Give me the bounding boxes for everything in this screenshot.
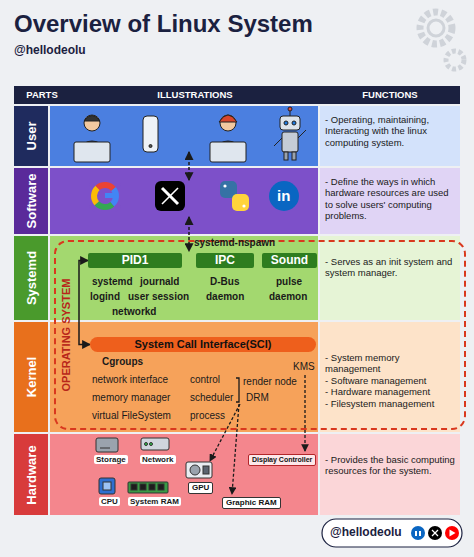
component-box: System Call Interface(SCI) — [90, 337, 316, 352]
label: systemd-nspawn — [194, 237, 275, 249]
part-cell: Hardware — [14, 434, 48, 515]
label: daemon — [269, 291, 307, 303]
part-name: Kernel — [24, 357, 39, 397]
component-box: Graphic RAM — [222, 497, 281, 509]
box-label: Sound — [265, 253, 314, 268]
label: @hellodeolu — [14, 44, 86, 58]
component-box: Display Controller — [248, 454, 316, 466]
function-text: - Hardware management — [325, 386, 455, 397]
function-cell: - Provides the basic computing resources… — [320, 434, 460, 515]
box-label: System Call Interface(SCI) — [93, 337, 313, 352]
label: Storage — [94, 455, 128, 464]
part-name: User — [24, 122, 39, 151]
software-logos — [89, 180, 299, 212]
label: render node — [243, 376, 297, 388]
box-label: Display Controller — [252, 455, 312, 465]
part-name: Software — [24, 174, 39, 229]
label: user session — [128, 291, 189, 303]
label: memory manager — [92, 392, 170, 404]
label: systemd — [92, 276, 133, 288]
label: pulse — [276, 276, 302, 288]
function-cell: - Define the ways in which hardware reso… — [320, 168, 460, 234]
component-box: GPU — [188, 482, 213, 494]
box-label: PID1 — [91, 253, 179, 268]
function-cell: - Operating, maintaining, Interacting wi… — [320, 106, 460, 166]
label: process — [190, 410, 225, 422]
label: journald — [140, 276, 179, 288]
label: D-Bus — [210, 276, 239, 288]
function-text: - Software management — [325, 375, 455, 386]
label: networkd — [112, 306, 156, 318]
header-text: PARTS — [14, 86, 70, 104]
function-cell: - Serves as an init system and system ma… — [320, 236, 460, 320]
function-text: - Filesystem management — [325, 398, 455, 409]
header-band: PARTSILLUSTRATIONSFUNCTIONS — [14, 86, 460, 104]
label: control — [190, 374, 220, 386]
box-label: Graphic RAM — [226, 498, 277, 508]
function-text: - Operating, maintaining, Interacting wi… — [325, 114, 455, 148]
hardware-icons — [96, 438, 212, 494]
function-text: - System memory management — [325, 352, 455, 375]
label: scheduler — [190, 392, 233, 404]
label: DRM — [246, 392, 269, 404]
function-text: - Define the ways in which hardware reso… — [325, 176, 455, 222]
part-name: Systemd — [24, 251, 39, 305]
component-box: IPC — [196, 253, 254, 268]
label: virtual FileSystem — [92, 410, 171, 422]
connector — [79, 261, 90, 345]
label: logind — [90, 291, 120, 303]
gear-decoration — [420, 12, 464, 69]
label: daemon — [206, 291, 244, 303]
label: network interface — [92, 374, 168, 386]
user-figures — [74, 107, 306, 162]
box-label: GPU — [192, 483, 209, 493]
label: Network — [140, 455, 176, 464]
component-box: PID1 — [88, 253, 182, 268]
region-label: OPERATING SYSTEM — [60, 279, 72, 392]
function-text: - Serves as an init system and system ma… — [325, 256, 455, 279]
part-cell: Kernel — [14, 322, 48, 432]
label: @hellodeolu — [330, 526, 402, 540]
part-cell: Systemd — [14, 236, 48, 320]
footer-badge — [322, 519, 462, 547]
label: System RAM — [128, 497, 181, 506]
function-text: - Provides the basic computing resources… — [325, 454, 455, 477]
title: Overview of Linux System — [14, 10, 313, 38]
header-text: FUNCTIONS — [320, 86, 460, 104]
illustration-cells — [50, 106, 318, 515]
box-label: IPC — [199, 253, 251, 268]
component-box: Sound — [262, 253, 317, 268]
dashed-flow-arrows — [188, 152, 190, 251]
label: in — [277, 188, 290, 203]
part-cell: Software — [14, 168, 48, 234]
label: KMS — [293, 361, 315, 373]
header-text: ILLUSTRATIONS — [70, 86, 320, 104]
part-name: Hardware — [24, 445, 39, 504]
function-cell: - System memory management- Software man… — [320, 322, 460, 432]
label: CPU — [99, 497, 120, 506]
label: Cgroups — [102, 356, 143, 368]
part-cell: User — [14, 106, 48, 166]
